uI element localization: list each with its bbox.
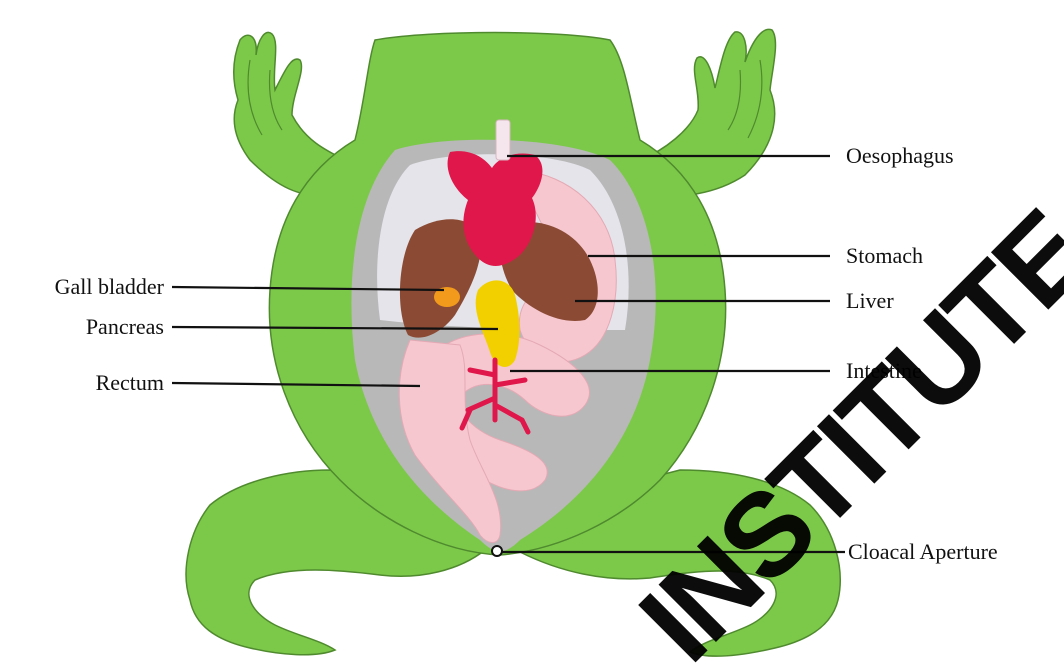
label-liver: Liver xyxy=(846,288,894,313)
label-pancreas: Pancreas xyxy=(86,314,164,339)
label-oesophagus: Oesophagus xyxy=(846,143,954,168)
label-stomach: Stomach xyxy=(846,243,923,268)
label-gall-bladder: Gall bladder xyxy=(55,274,165,299)
oesophagus xyxy=(496,120,510,160)
label-rectum: Rectum xyxy=(96,370,164,395)
label-cloacal-aperture: Cloacal Aperture xyxy=(848,539,998,564)
cloacal-aperture-marker xyxy=(492,546,502,556)
